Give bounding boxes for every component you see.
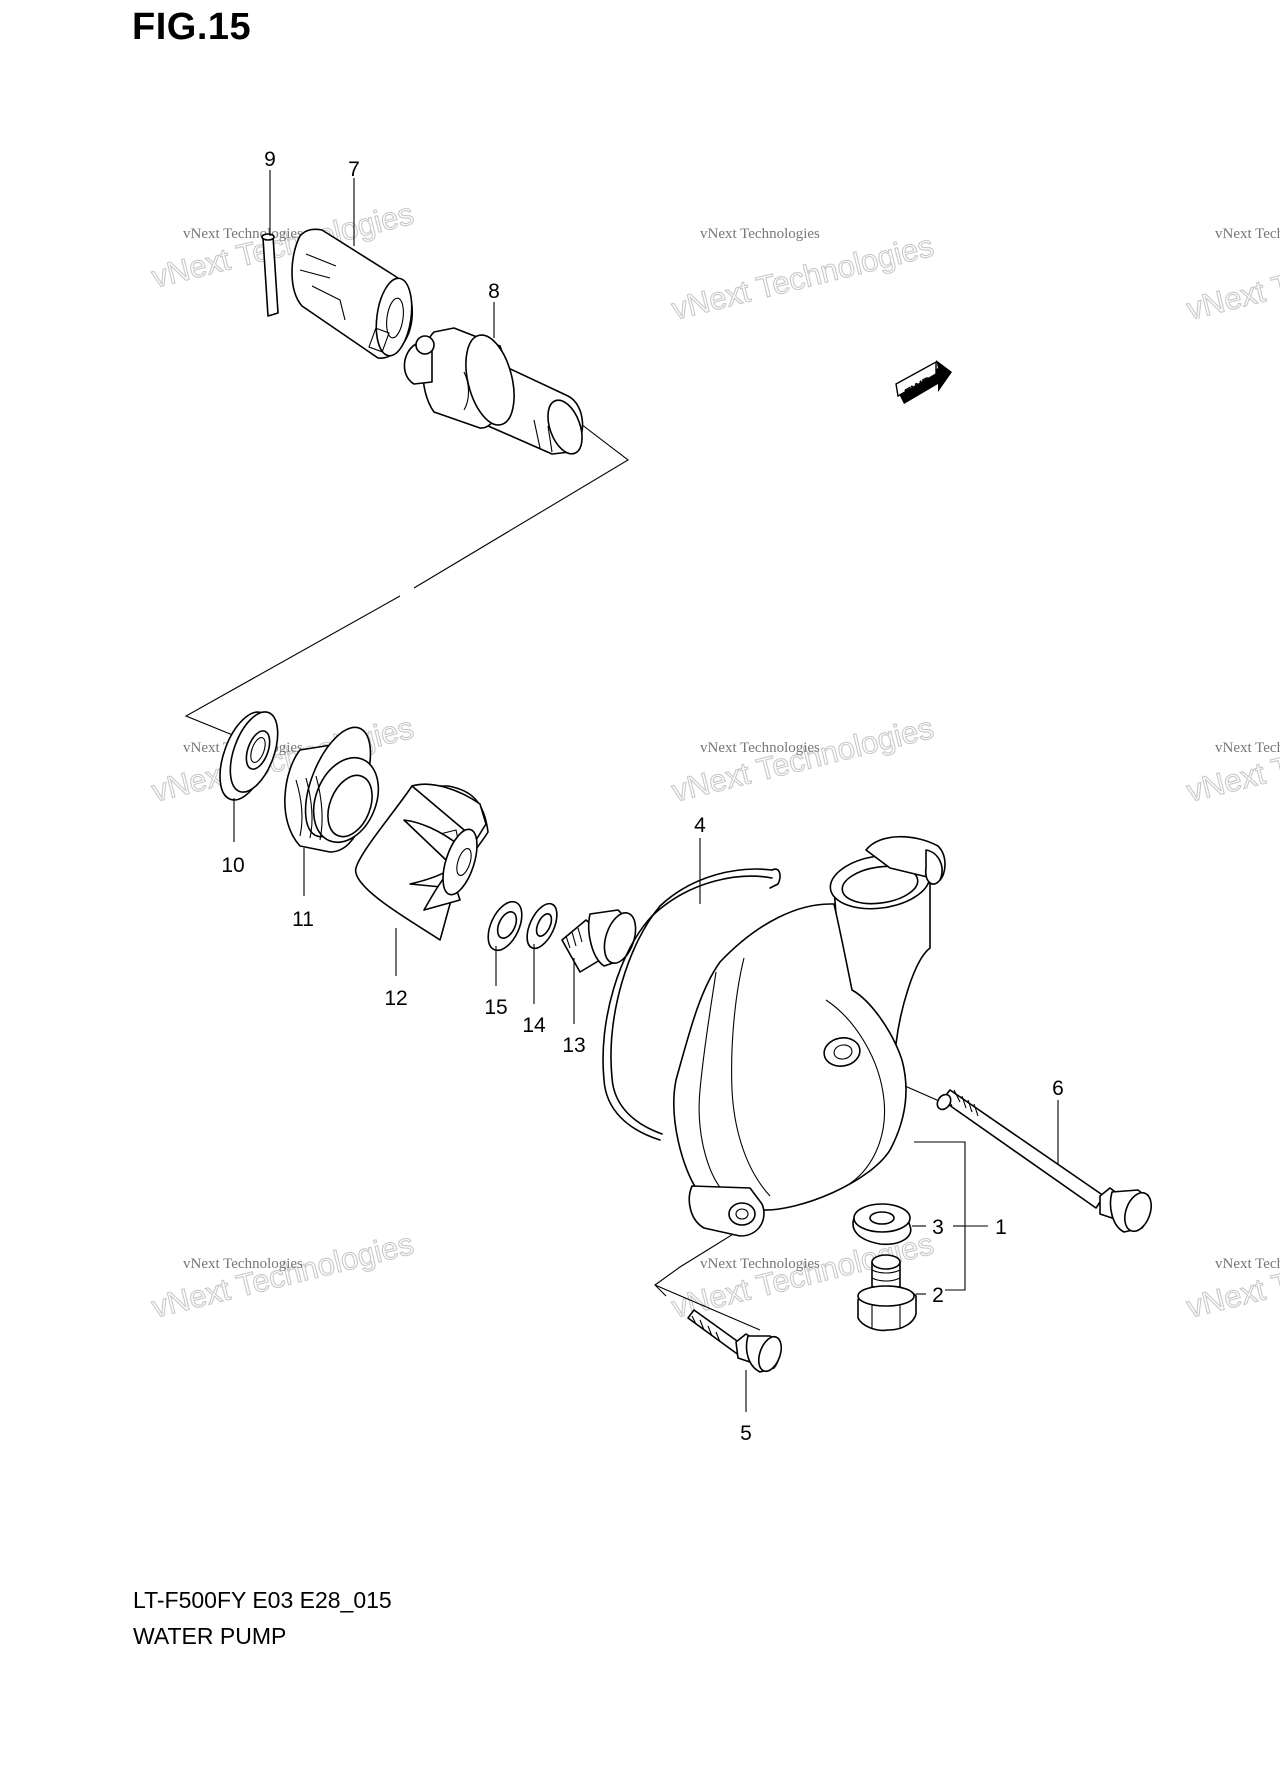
part-9-pin (261, 233, 279, 317)
callout-8: 8 (488, 280, 500, 338)
part-8-impeller-shaft (403, 327, 584, 455)
svg-text:vNext Technologies: vNext Technologies (700, 226, 820, 242)
callout-12: 12 (384, 928, 408, 1010)
svg-text:8: 8 (488, 280, 500, 303)
svg-text:vNext Technologies: vNext Technologies (183, 1256, 303, 1272)
callout-7: 7 (348, 158, 360, 246)
svg-text:12: 12 (384, 987, 407, 1010)
watermark: vNext Technologies vNext Technologies (1183, 226, 1280, 327)
svg-text:13: 13 (562, 1034, 585, 1057)
figure-title: FIG.15 (132, 6, 252, 48)
callout-9: 9 (264, 148, 276, 236)
part-14-washer (526, 902, 558, 950)
svg-text:vNext Technologies: vNext Technologies (1183, 228, 1280, 327)
callout-2: 2 (916, 1284, 944, 1307)
model-code: LT-F500FY E03 E28_015 (133, 1587, 392, 1613)
svg-text:1: 1 (995, 1216, 1007, 1239)
part-15-washer (487, 900, 523, 952)
callout-15: 15 (484, 946, 508, 1019)
svg-text:vNext Technologies: vNext Technologies (1215, 1256, 1280, 1272)
diagram-name: WATER PUMP (133, 1623, 287, 1649)
part-11-mechanical-seal (284, 726, 380, 853)
svg-text:15: 15 (484, 996, 507, 1019)
callout-14: 14 (522, 944, 546, 1037)
callout-10: 10 (221, 798, 245, 877)
svg-text:11: 11 (292, 908, 314, 931)
svg-text:vNext Technologies: vNext Technologies (1183, 710, 1280, 809)
callout-6: 6 (1052, 1077, 1064, 1164)
fwd-direction-marker: FWD (895, 360, 952, 404)
svg-text:7: 7 (348, 158, 360, 181)
svg-text:vNext Technologies: vNext Technologies (700, 740, 820, 756)
part-6-long-bolt (936, 1089, 1152, 1233)
callout-5: 5 (740, 1370, 752, 1445)
svg-text:9: 9 (264, 148, 276, 171)
part-3-washer (852, 1203, 912, 1246)
callout-11: 11 (292, 848, 314, 931)
svg-text:vNext Technologies: vNext Technologies (183, 226, 303, 242)
watermark: vNext Technologies vNext Technologies (148, 1225, 418, 1325)
watermark: vNext Technologies vNext Technologies (668, 226, 938, 327)
assembly-lines (184, 407, 988, 1331)
svg-text:5: 5 (740, 1422, 752, 1445)
callout-13: 13 (562, 958, 586, 1057)
svg-text:vNext Technologies: vNext Technologies (1215, 740, 1280, 756)
svg-text:vNext Technologies: vNext Technologies (148, 1226, 417, 1325)
watermark: vNext Technologies vNext Technologies (1183, 709, 1280, 809)
svg-text:10: 10 (221, 854, 244, 877)
part-12-impeller (355, 783, 489, 941)
svg-text:vNext Technologies: vNext Technologies (700, 1256, 820, 1272)
svg-text:6: 6 (1052, 1077, 1064, 1100)
svg-text:14: 14 (522, 1014, 546, 1037)
watermark: vNext Technologies vNext Technologies (1183, 1225, 1280, 1325)
part-7-coupling (291, 228, 414, 359)
part-1-water-pump-housing (673, 835, 946, 1237)
svg-text:vNext Technologies: vNext Technologies (668, 228, 937, 327)
svg-text:3: 3 (932, 1216, 944, 1239)
svg-text:vNext Technologies: vNext Technologies (668, 710, 937, 809)
callout-1: 1 (995, 1216, 1007, 1239)
svg-text:4: 4 (694, 814, 706, 837)
svg-text:2: 2 (932, 1284, 944, 1307)
callout-4: 4 (694, 814, 706, 904)
svg-text:vNext Technologies: vNext Technologies (1183, 1226, 1280, 1325)
part-4-o-ring (602, 868, 781, 1141)
callout-3: 3 (912, 1216, 944, 1239)
part-5-bolt (687, 1309, 783, 1373)
watermark: vNext Technologies vNext Technologies (668, 709, 938, 809)
svg-text:vNext Technologies: vNext Technologies (1215, 226, 1280, 242)
part-2-plug (857, 1254, 917, 1332)
part-10-oil-seal (219, 711, 279, 801)
